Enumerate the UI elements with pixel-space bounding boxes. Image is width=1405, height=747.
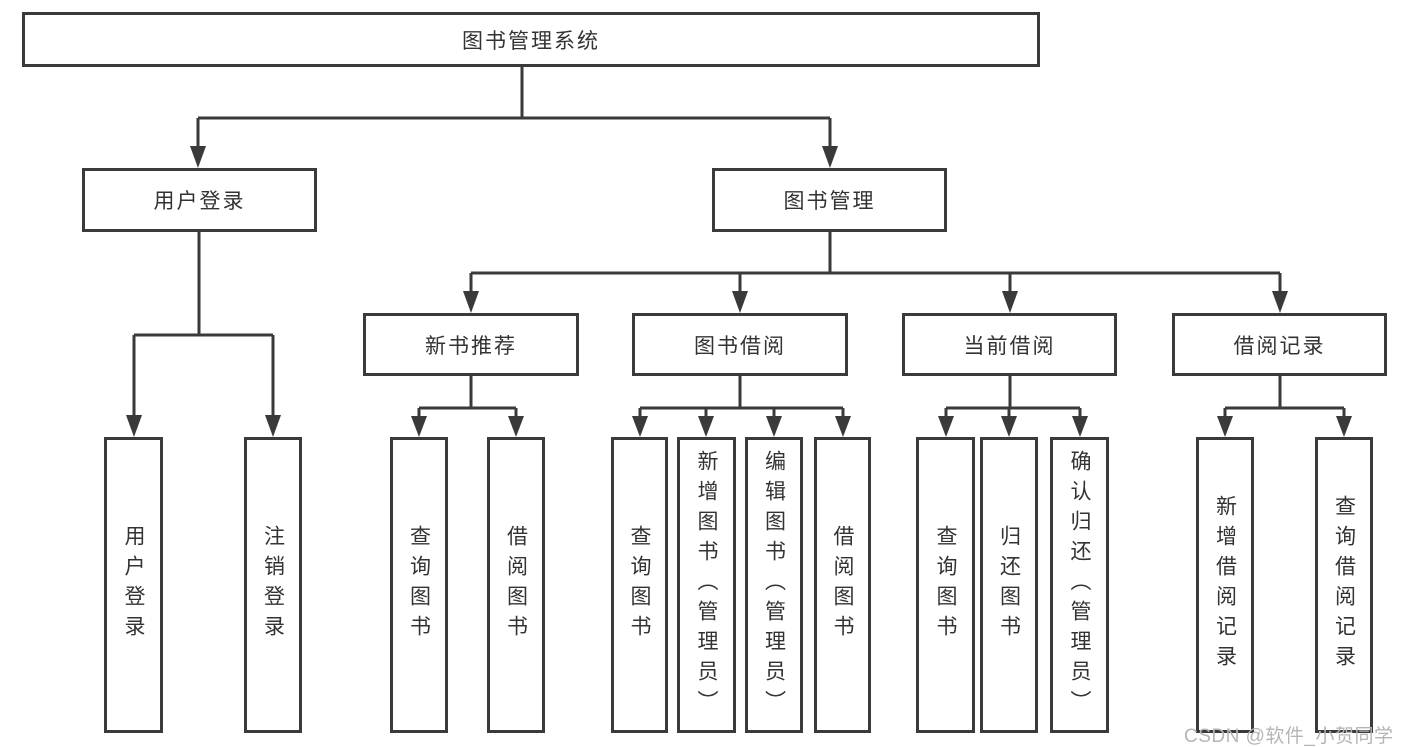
leaf-user-login: 用户登录 — [104, 437, 163, 733]
leaf-logout: 注销登录 — [244, 437, 302, 733]
leaf-query-borrow-record: 查询借阅记录 — [1315, 437, 1373, 733]
node-new-book-recommend: 新书推荐 — [363, 313, 579, 376]
node-label: 当前借阅 — [963, 334, 1056, 358]
node-label: 用户登录 — [153, 190, 246, 213]
node-library-system: 图书管理系统 — [22, 12, 1040, 67]
node-book-management: 图书管理 — [712, 168, 947, 232]
leaf-label: 注销登录 — [261, 525, 285, 645]
leaf-edit-books-admin: 编辑图书（管理员） — [745, 437, 803, 733]
leaf-label: 归还图书 — [997, 525, 1021, 645]
node-label: 图书管理 — [783, 190, 876, 213]
leaf-label: 新增图书（管理员） — [695, 450, 718, 720]
leaf-label: 查询图书 — [628, 525, 651, 645]
leaf-label: 新增借阅记录 — [1213, 495, 1237, 675]
node-label: 图书管理系统 — [462, 29, 600, 53]
node-user-login: 用户登录 — [82, 168, 317, 232]
leaf-query-books-recommend: 查询图书 — [390, 437, 448, 733]
leaf-query-books-borrowing: 查询图书 — [611, 437, 668, 733]
node-book-borrowing: 图书借阅 — [632, 313, 848, 376]
leaf-label: 查询图书 — [934, 525, 957, 645]
leaf-label: 借阅图书 — [831, 525, 854, 645]
leaf-label: 查询借阅记录 — [1332, 495, 1356, 675]
leaf-label: 用户登录 — [122, 525, 145, 645]
leaf-label: 借阅图书 — [504, 525, 528, 645]
leaf-add-books-admin: 新增图书（管理员） — [677, 437, 736, 733]
node-label: 图书借阅 — [694, 334, 786, 358]
arrowheads — [126, 146, 1352, 437]
node-borrowing-records: 借阅记录 — [1172, 313, 1387, 376]
leaf-borrow-books-recommend: 借阅图书 — [487, 437, 545, 733]
leaf-label: 查询图书 — [407, 525, 431, 645]
node-label: 借阅记录 — [1233, 334, 1326, 358]
leaf-return-books: 归还图书 — [980, 437, 1038, 733]
leaf-query-books-current: 查询图书 — [916, 437, 975, 733]
leaf-confirm-return-admin: 确认归还（管理员） — [1050, 437, 1109, 733]
leaf-label: 编辑图书（管理员） — [762, 450, 786, 720]
leaf-add-borrow-record: 新增借阅记录 — [1196, 437, 1254, 733]
leaf-label: 确认归还（管理员） — [1068, 450, 1091, 720]
leaf-borrow-books-borrowing: 借阅图书 — [814, 437, 871, 733]
node-label: 新书推荐 — [425, 334, 517, 358]
node-current-borrowing: 当前借阅 — [902, 313, 1117, 376]
watermark: CSDN @软件_小贺同学 — [1184, 726, 1394, 747]
